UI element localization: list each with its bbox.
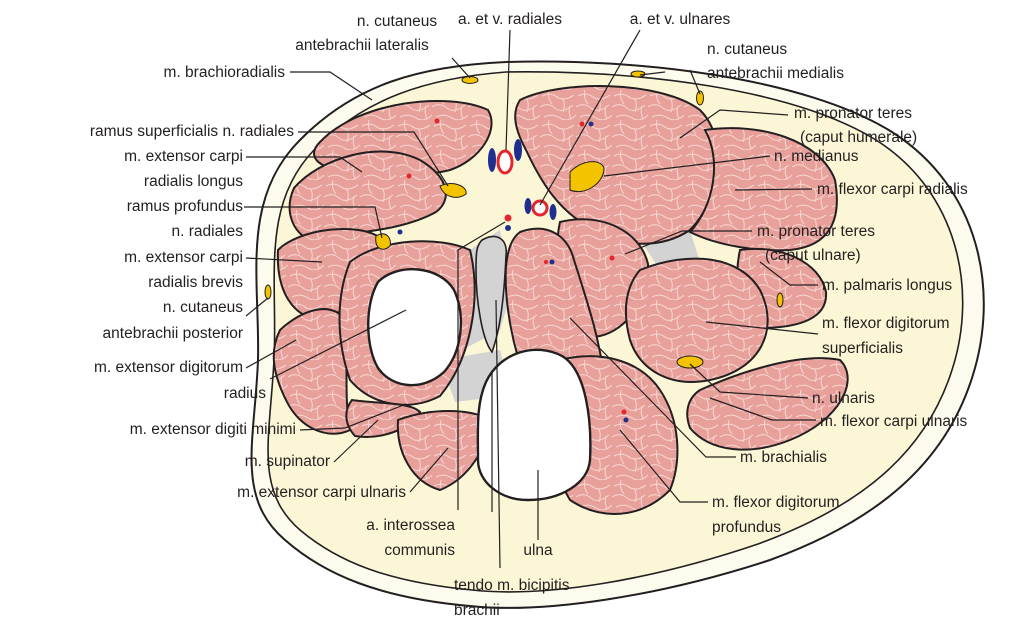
label-ramus-prof-1: ramus profundus: [127, 198, 244, 215]
label-ecrb-2: radialis brevis: [148, 274, 243, 291]
label-ecrl-1: m. extensor carpi: [124, 148, 243, 165]
label-a-radiales: a. et v. radiales: [458, 11, 562, 28]
label-ecu: m. extensor carpi ulnaris: [237, 484, 406, 501]
artery-radialis: [498, 151, 512, 173]
label-cut-med-2: antebrachii medialis: [707, 65, 844, 82]
label-ext-dig: m. extensor digitorum: [94, 359, 243, 376]
vein-ulnaris-2: [550, 204, 557, 220]
label-cut-lat-2: antebrachii lateralis: [295, 37, 429, 54]
label-interossea-1: a. interossea: [366, 517, 455, 534]
nerve-cutaneus-extra: [777, 293, 783, 307]
label-tendo-1: tendo m. bicipitis: [454, 577, 570, 594]
ulna-bone: [478, 350, 591, 500]
label-fcr: m. flexor carpi radialis: [817, 181, 968, 198]
label-ramus-prof-2: n. radiales: [171, 223, 243, 240]
label-pron-uln-2: (caput ulnare): [765, 247, 861, 264]
label-fdp-1: m. flexor digitorum: [712, 494, 839, 511]
label-cut-post-2: antebrachii posterior: [103, 325, 243, 342]
vein-interossea: [505, 225, 511, 231]
nerve-cutaneus-posterior: [265, 285, 271, 299]
label-medianus: n. medianus: [774, 148, 859, 165]
nerve-cutaneus-medialis-1: [631, 71, 645, 77]
label-cut-post-1: n. cutaneus: [163, 299, 243, 316]
vein-ulnaris-1: [525, 198, 532, 214]
label-supinator: m. supinator: [245, 453, 330, 470]
label-ecrl-2: radialis longus: [144, 173, 243, 190]
nerve-ulnaris: [677, 356, 703, 368]
label-fdp-2: profundus: [712, 519, 781, 536]
label-edm: m. extensor digiti minimi: [130, 421, 296, 438]
label-palmaris: m. palmaris longus: [822, 277, 952, 294]
label-brachialis: m. brachialis: [740, 449, 827, 466]
label-tendo-2: brachii: [454, 602, 500, 619]
label-fcu: m. flexor carpi ulnaris: [820, 413, 968, 430]
label-cut-med-1: n. cutaneus: [707, 41, 787, 58]
label-radius: radius: [224, 385, 266, 402]
label-interossea-2: communis: [384, 542, 455, 559]
vein-radialis-1: [488, 148, 496, 172]
label-pron-hum-2: (caput humerale): [800, 129, 917, 146]
label-ulna: ulna: [523, 542, 553, 559]
artery-interossea: [505, 215, 512, 222]
label-ulnaris: n. ulnaris: [812, 390, 875, 407]
label-cut-lat-1: n. cutaneus: [357, 13, 437, 30]
radius-bone: [368, 269, 461, 385]
nerve-ramus-profundus: [376, 234, 391, 249]
artery-ulnaris: [533, 201, 547, 215]
label-fds-1: m. flexor digitorum: [822, 315, 949, 332]
label-pron-uln-1: m. pronator teres: [757, 223, 875, 240]
label-ecrb-1: m. extensor carpi: [124, 249, 243, 266]
label-a-ulnares: a. et v. ulnares: [630, 11, 731, 28]
label-brachioradialis: m. brachioradialis: [164, 64, 286, 81]
label-fds-2: superficialis: [822, 340, 903, 357]
label-ramus-sup: ramus superficialis n. radiales: [90, 123, 294, 140]
vein-radialis-2: [514, 139, 522, 161]
label-pron-hum-1: m. pronator teres: [794, 105, 912, 122]
